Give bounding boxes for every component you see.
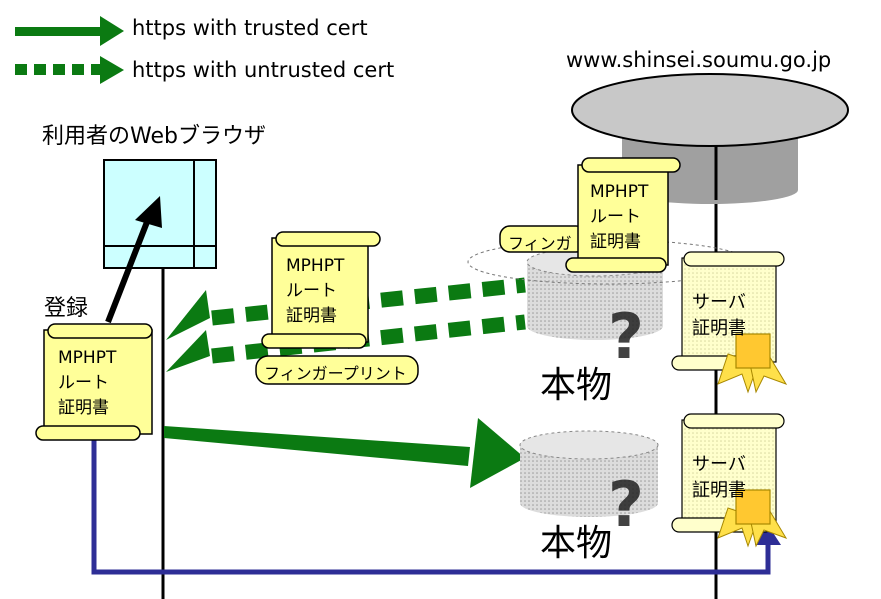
- legend-untrusted-label: https with untrusted cert: [132, 58, 395, 82]
- scroll-server-cert-bottom: [671, 413, 788, 548]
- question-mark-bottom: ?: [608, 468, 644, 541]
- scroll-server-cert-top: [671, 251, 788, 394]
- legend-solid-arrow: [15, 16, 124, 46]
- server-hostname: www.shinsei.soumu.go.jp: [566, 48, 832, 72]
- server-cert-top-text: サーバ証明書: [692, 292, 746, 339]
- question-mark-top: ?: [608, 300, 644, 373]
- real-server-cylinder: [519, 430, 659, 517]
- genuine-label-top: 本物: [540, 365, 613, 406]
- scroll-user-cert: [35, 323, 153, 441]
- browser-label: 利用者のWebブラウザ: [42, 124, 266, 149]
- fingerprint-middle-label: フィンガープリント: [264, 364, 407, 383]
- scroll-server-root-cert: [565, 157, 681, 273]
- scroll-middle-cert: [261, 231, 381, 349]
- fingerprint-server-label: フィンガ: [508, 234, 572, 253]
- register-arrow: [105, 196, 162, 324]
- legend-dashed-arrow: [15, 56, 124, 84]
- genuine-label-bottom: 本物: [540, 523, 613, 564]
- legend-trusted-label: https with trusted cert: [132, 16, 368, 40]
- server-cert-bottom-text: サーバ証明書: [692, 454, 746, 501]
- trusted-arrow: [164, 418, 525, 488]
- fingerprint-tag-middle: [255, 355, 419, 385]
- navy-path: [91, 436, 781, 575]
- register-label: 登録: [44, 296, 89, 321]
